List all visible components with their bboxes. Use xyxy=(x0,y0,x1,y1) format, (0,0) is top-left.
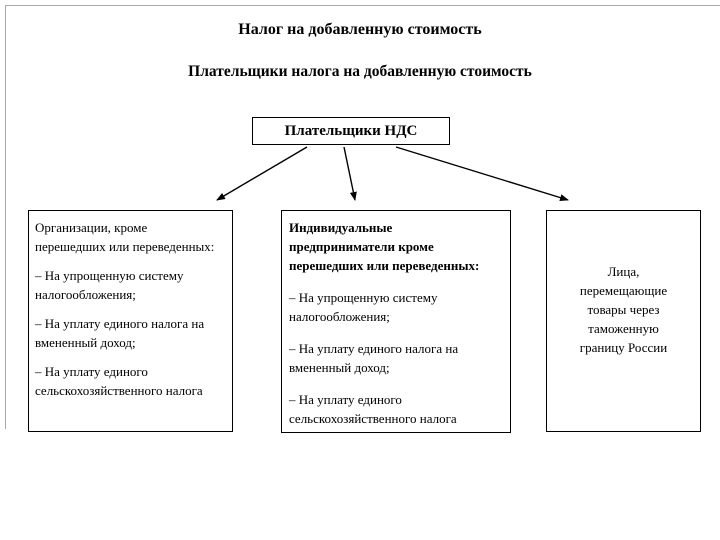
page-frame-top-line xyxy=(5,5,720,6)
organizations-item-agricultural-tax: – На уплату единого сельскохозяйственног… xyxy=(35,364,203,398)
page-subtitle: Плательщики налога на добавленную стоимо… xyxy=(188,63,532,80)
entrepreneurs-item-simplified-system: – На упрощенную систему налогообложения; xyxy=(289,290,438,324)
organizations-header: Организации, кроме перешедших или переве… xyxy=(35,220,215,254)
entrepreneurs-item-imputed-income: – На уплату единого налога на вмененный … xyxy=(289,341,459,375)
page-frame-left-line xyxy=(5,5,6,429)
arrow-to-organizations xyxy=(216,146,308,201)
organizations-item-simplified-system: – На упрощенную систему налогообложения; xyxy=(35,268,184,302)
page-title: Налог на добавленную стоимость xyxy=(238,21,482,38)
organizations-item-imputed-income: – На уплату единого налога на вмененный … xyxy=(35,316,205,350)
entrepreneurs-item-agricultural-tax: – На уплату единого сельскохозяйственног… xyxy=(289,392,457,426)
box-organizations: Организации, кроме перешедших или переве… xyxy=(28,210,233,432)
arrow-to-entrepreneurs xyxy=(343,146,357,201)
entrepreneurs-header: Индивидуальные предприниматели кроме пер… xyxy=(289,220,480,273)
persons-text: Лица, перемещающие товары через таможенн… xyxy=(579,263,668,355)
box-persons-moving-goods: Лица, перемещающие товары через таможенн… xyxy=(546,210,701,432)
box-individual-entrepreneurs: Индивидуальные предприниматели кроме пер… xyxy=(281,210,511,433)
arrow-to-persons xyxy=(395,146,569,201)
root-box-vat-payers: Плательщики НДС xyxy=(252,117,450,145)
